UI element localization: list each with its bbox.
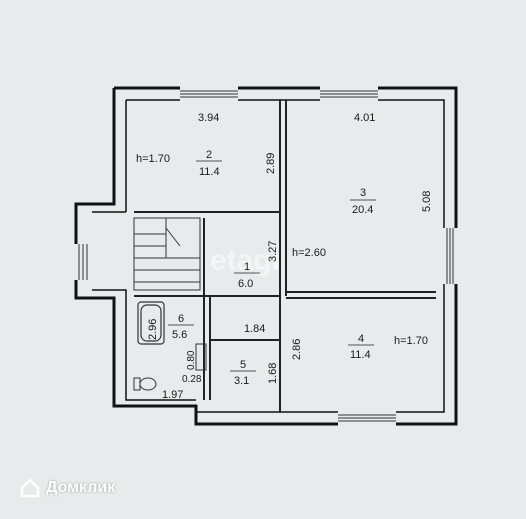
svg-text:1: 1 bbox=[244, 261, 250, 273]
svg-text:h=1.70: h=1.70 bbox=[394, 335, 428, 347]
house-icon bbox=[20, 478, 40, 498]
dim-room3-depth: 5.08 bbox=[421, 191, 433, 212]
svg-text:5: 5 bbox=[240, 359, 246, 371]
dim-room5-width: 1.84 bbox=[244, 323, 265, 335]
svg-text:6: 6 bbox=[178, 313, 184, 325]
svg-text:h=2.60: h=2.60 bbox=[292, 247, 326, 259]
interior-walls bbox=[134, 100, 436, 412]
dim-room2-width: 3.94 bbox=[198, 112, 219, 124]
brand-name: Домклик bbox=[46, 479, 116, 496]
fixtures bbox=[195, 343, 207, 371]
room-4-label: 4 11.4 h=1.70 bbox=[348, 333, 428, 361]
dim-room5-depth: 1.68 bbox=[267, 363, 279, 384]
dim-room4-depth: 2.86 bbox=[291, 339, 303, 360]
bathtub bbox=[137, 301, 165, 345]
watermark: etagi bbox=[210, 244, 280, 277]
dim-room3-width: 4.01 bbox=[354, 112, 375, 124]
dim-bath-small: 0.28 bbox=[182, 374, 202, 385]
svg-text:11.4: 11.4 bbox=[350, 349, 371, 361]
svg-text:3.1: 3.1 bbox=[234, 375, 249, 387]
svg-text:h=1.70: h=1.70 bbox=[136, 153, 170, 165]
room-5-label: 5 3.1 bbox=[230, 359, 256, 387]
dim-bath-length: 2.96 bbox=[147, 319, 159, 340]
brand-logo: Домклик bbox=[20, 478, 115, 498]
svg-text:5.6: 5.6 bbox=[172, 329, 187, 341]
room-3-label: 3 20.4 h=2.60 bbox=[292, 187, 376, 259]
svg-text:4: 4 bbox=[358, 333, 364, 345]
stairs bbox=[133, 217, 201, 291]
dim-room1-depth: 3.27 bbox=[267, 241, 279, 262]
svg-text:6.0: 6.0 bbox=[238, 278, 253, 290]
outer-walls-inner bbox=[92, 99, 445, 413]
room-2-label: 2 11.4 h=1.70 bbox=[136, 149, 222, 178]
room-1-label: 1 6.0 bbox=[234, 261, 260, 290]
dim-room2-depth: 2.89 bbox=[265, 153, 277, 174]
svg-text:11.4: 11.4 bbox=[199, 166, 220, 178]
dim-bath-door: 0.80 bbox=[186, 350, 197, 370]
outer-walls bbox=[74, 86, 458, 426]
svg-text:3: 3 bbox=[360, 187, 366, 199]
svg-text:2: 2 bbox=[206, 149, 212, 161]
toilet bbox=[133, 377, 157, 391]
windows bbox=[78, 90, 454, 422]
room-6-label: 6 5.6 bbox=[168, 313, 194, 341]
dim-bath-width: 1.97 bbox=[162, 389, 183, 401]
svg-text:20.4: 20.4 bbox=[352, 204, 373, 216]
